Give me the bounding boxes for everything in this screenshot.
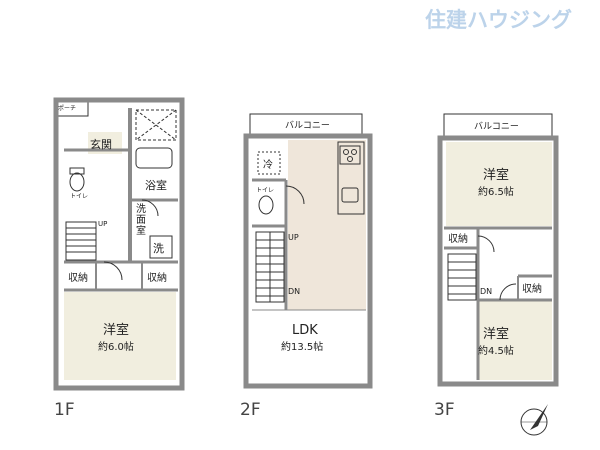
toilet-icon (69, 172, 85, 192)
floor-1f-outline (53, 97, 185, 391)
storage-label-3f-right: 収納 (522, 282, 542, 295)
toilet-label-1f: トイレ (70, 193, 88, 200)
kitchen-counter (337, 141, 365, 215)
storage-label-3f-left: 収納 (448, 232, 468, 245)
floor-3f: バルコニー 洋室 約6.5帖 収納 収納 DN 洋室 約4.5帖 3F (434, 113, 559, 420)
dn-label-2f: DN (288, 287, 300, 296)
balcony-label-3f: バルコニー (474, 121, 519, 132)
room-name-1f: 洋室 (103, 322, 129, 338)
floor-label-3f: 3F (434, 400, 455, 420)
up-label-1f: UP (98, 220, 107, 228)
floor-2f-outline (243, 133, 373, 389)
up-label-2f: UP (288, 233, 299, 242)
balcony-label-2f: バルコニー (285, 120, 330, 131)
room-size-2f: 約13.5帖 (281, 340, 323, 353)
sink-icon (341, 187, 359, 203)
washer-space (149, 235, 173, 259)
floor-2f: バルコニー 冷 トイレ UP DN LDK 約13.5帖 2F (240, 113, 373, 420)
watermark: 住建ハウジング (425, 8, 572, 32)
fridge-space (257, 151, 281, 175)
room-western-3f-lower (478, 300, 552, 380)
room1-name-3f: 洋室 (483, 167, 509, 183)
stairs-3f (447, 253, 477, 301)
void-box (135, 109, 177, 141)
floor-1f: ポーチ 玄関 浴室 トイレ UP 洗面室 洗 収納 収納 洋室 約6.0帖 1F (53, 97, 185, 420)
room2-name-3f: 洋室 (483, 326, 509, 342)
washroom-label: 洗面室 (136, 203, 146, 237)
floor-label-1f: 1F (54, 400, 75, 420)
room-western-3f-upper (446, 142, 552, 226)
stove-icon (339, 145, 361, 165)
room-size-1f: 約6.0帖 (98, 340, 134, 353)
bathtub-icon (135, 147, 173, 169)
room-western-1f (64, 292, 176, 380)
toilet-label-2f: トイレ (256, 187, 274, 194)
room1-size-3f: 約6.5帖 (478, 185, 514, 198)
stairs-1f (65, 221, 97, 261)
entrance-label: 玄関 (90, 137, 112, 151)
fridge-label: 冷 (263, 158, 273, 171)
storage-label-1f-left: 収納 (68, 271, 88, 284)
floor-label-2f: 2F (240, 400, 261, 420)
stairs-2f (255, 231, 285, 303)
bath-label: 浴室 (145, 178, 167, 192)
storage-label-1f-right: 収納 (147, 271, 167, 284)
north-arrow-icon (520, 404, 548, 436)
floor-3f-outline (437, 135, 559, 387)
room2-size-3f: 約4.5帖 (478, 344, 514, 357)
ldk-lower (252, 310, 366, 382)
ldk-area (288, 140, 366, 310)
room-name-2f: LDK (292, 323, 318, 338)
washer-label: 洗 (153, 242, 164, 255)
toilet-icon-2f (258, 195, 274, 215)
porch-label: ポーチ (58, 104, 76, 112)
dn-label-3f: DN (480, 287, 492, 296)
